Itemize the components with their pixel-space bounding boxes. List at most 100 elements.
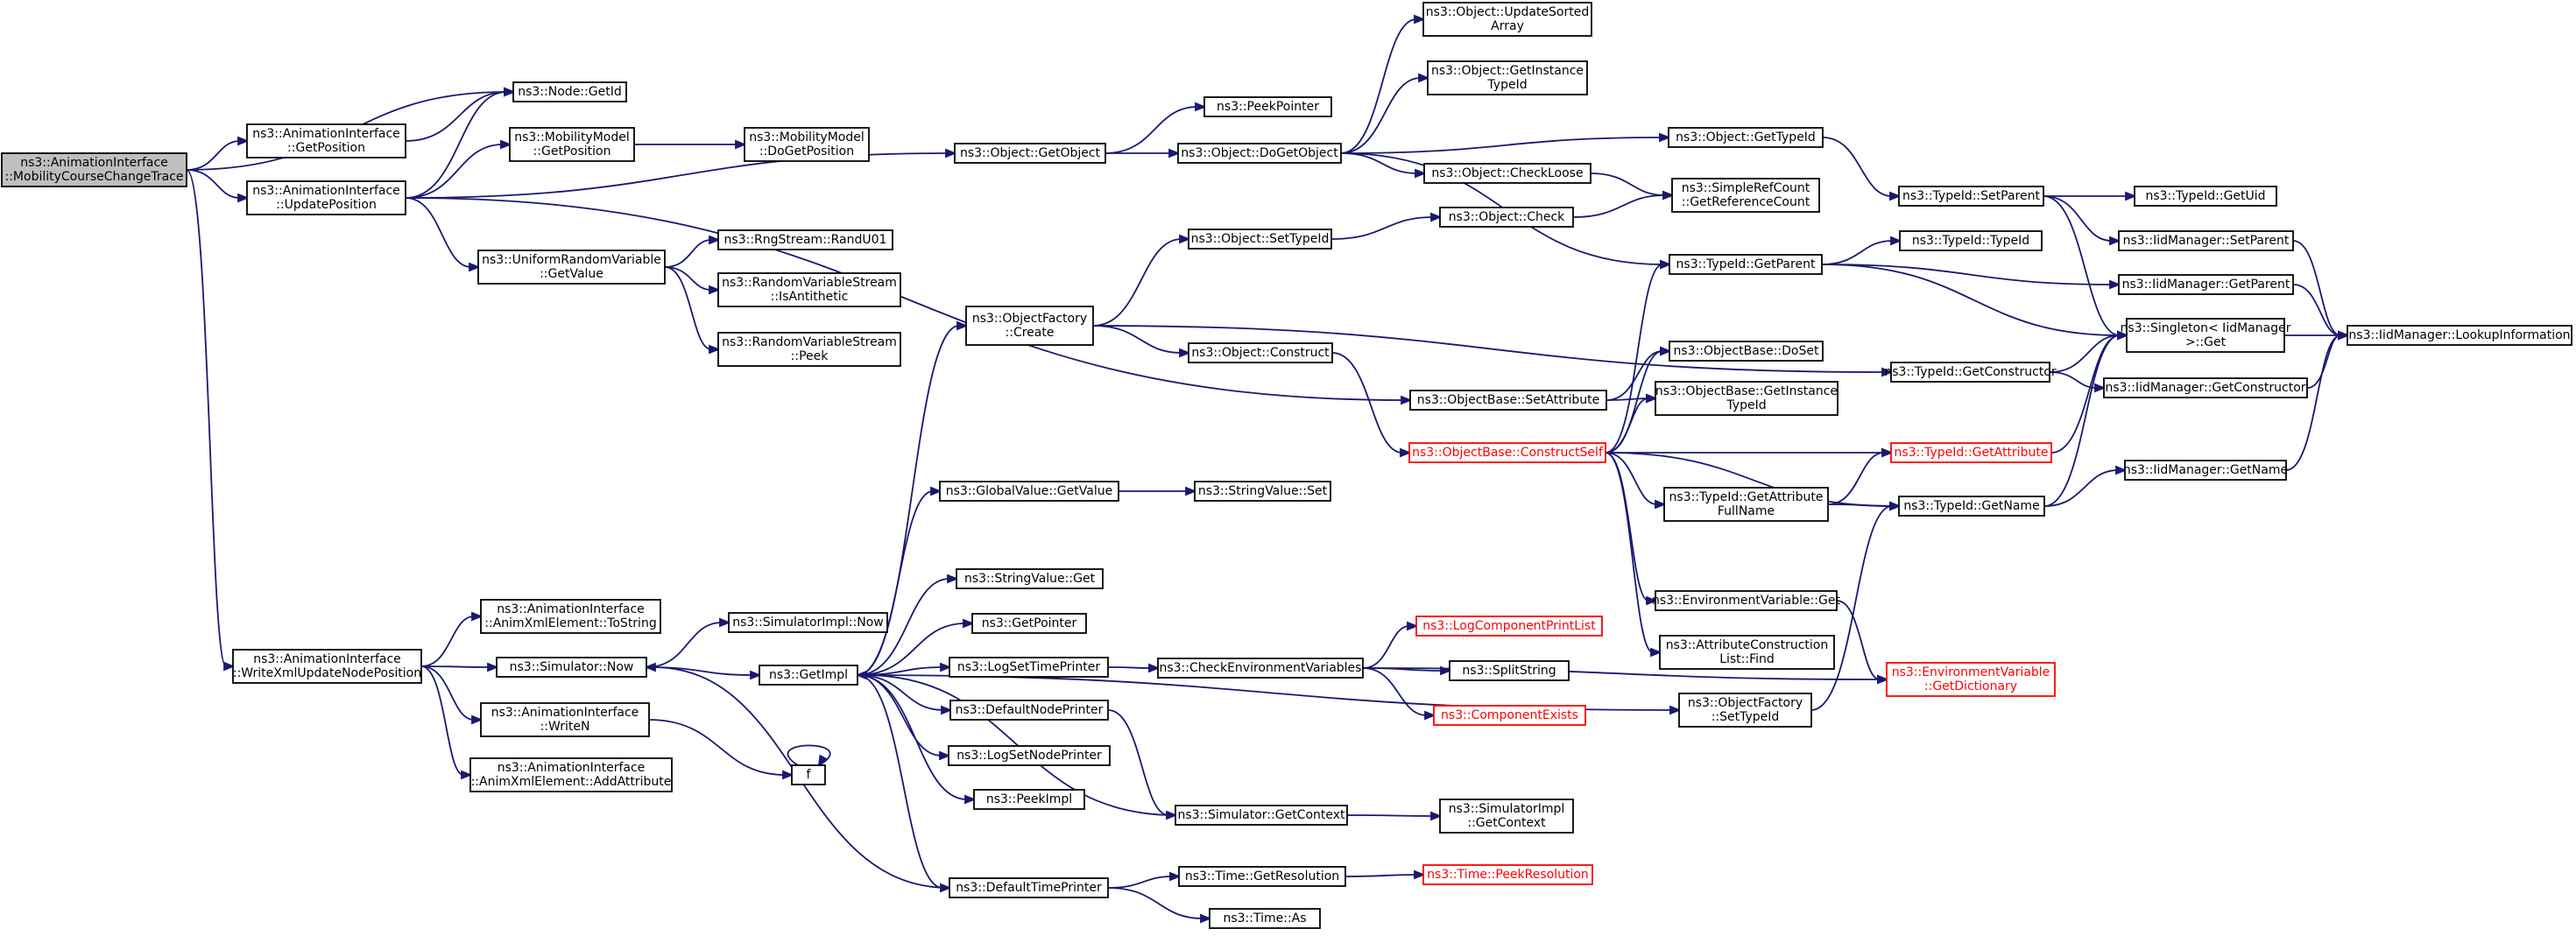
node-iid-lookup-information[interactable]: ns3::IidManager::LookupInformation [2347, 325, 2572, 346]
node-log-set-time-printer[interactable]: ns3::LogSetTimePrinter [949, 657, 1109, 678]
node-ai-update-position[interactable]: ns3::AnimationInterface::UpdatePosition [246, 180, 406, 215]
node-label: ns3::Object::Construct [1191, 346, 1330, 360]
node-label: ns3::RandomVariableStream [722, 276, 897, 290]
node-mm-get-position[interactable]: ns3::MobilityModel::GetPosition [509, 127, 635, 162]
node-sim-impl-get-context[interactable]: ns3::SimulatorImpl::GetContext [1439, 799, 1574, 834]
node-sv-set[interactable]: ns3::StringValue::Set [1194, 481, 1331, 502]
node-iid-get-parent[interactable]: ns3::IidManager::GetParent [2118, 274, 2294, 295]
node-env-var-get-dictionary[interactable]: ns3::EnvironmentVariable::GetDictionary [1886, 662, 2056, 697]
node-ob-set-attribute[interactable]: ns3::ObjectBase::SetAttribute [1409, 390, 1607, 411]
node-ai-write-n[interactable]: ns3::AnimationInterface::WriteN [480, 702, 650, 737]
node-rng-rand-u01[interactable]: ns3::RngStream::RandU01 [717, 229, 893, 250]
node-tid-set-parent[interactable]: ns3::TypeId::SetParent [1898, 186, 2044, 207]
node-peek-impl[interactable]: ns3::PeekImpl [973, 789, 1085, 810]
node-tid-get-attribute[interactable]: ns3::TypeId::GetAttribute [1890, 442, 2052, 463]
node-label: ns3::AttributeConstruction [1666, 638, 1828, 652]
call-edge-tid-get-parent-to-iid-get-parent [1821, 264, 2121, 290]
node-box [1433, 705, 1586, 726]
node-iid-get-constructor[interactable]: ns3::IidManager::GetConstructor [2103, 377, 2308, 398]
call-edge-ai-write-xml-to-ai-to-string [420, 611, 483, 667]
node-time-get-resolution[interactable]: ns3::Time::GetResolution [1178, 866, 1346, 887]
call-edge-ai-update-position-to-ob-set-attribute [405, 197, 1413, 405]
node-box [956, 568, 1104, 589]
node-label: ns3::LogSetNodePrinter [956, 749, 1102, 763]
node-peek-pointer[interactable]: ns3::PeekPointer [1203, 96, 1332, 117]
call-edge-tid-set-parent-to-singleton-get [2043, 195, 2129, 341]
call-edge-ob-construct-self-to-tid-get-parent [1605, 259, 1672, 454]
node-box [1671, 178, 1820, 213]
node-check-env-vars[interactable]: ns3::CheckEnvironmentVariables [1157, 658, 1364, 679]
node-ob-construct-self[interactable]: ns3::ObjectBase::ConstructSelf [1408, 442, 1606, 463]
node-box [2118, 230, 2294, 251]
node-label: ns3::ObjectFactory [1688, 696, 1803, 710]
node-obj-get-type-id[interactable]: ns3::Object::GetTypeId [1668, 127, 1824, 148]
node-env-var-get[interactable]: ns3::EnvironmentVariable::Get [1652, 590, 1840, 611]
node-ai-to-string[interactable]: ns3::AnimationInterface::AnimXmlElement:… [480, 599, 661, 634]
node-ai-add-attribute[interactable]: ns3::AnimationInterface::AnimXmlElement:… [469, 757, 673, 792]
node-log-set-node-printer[interactable]: ns3::LogSetNodePrinter [948, 745, 1111, 766]
node-box [1886, 662, 2056, 697]
node-ai-get-position[interactable]: ns3::AnimationInterface::GetPosition [246, 123, 406, 158]
node-box [1427, 60, 1588, 95]
node-sim-get-context[interactable]: ns3::Simulator::GetContext [1175, 805, 1348, 826]
node-obj-check-loose[interactable]: ns3::Object::CheckLoose [1423, 163, 1591, 184]
node-obj-factory-create[interactable]: ns3::ObjectFactory::Create [965, 306, 1094, 346]
node-label: ns3::Time::As [1223, 911, 1306, 925]
node-sim-impl-now[interactable]: ns3::SimulatorImpl::Now [728, 612, 888, 633]
call-edge-ai-get-position-to-node-get-id [405, 87, 516, 142]
node-rvs-peek[interactable]: ns3::RandomVariableStream::Peek [717, 332, 901, 367]
node-tid-get-name[interactable]: ns3::TypeId::GetName [1898, 496, 2045, 517]
node-box [1890, 362, 2050, 383]
node-label: ns3::RandomVariableStream [722, 335, 897, 349]
node-obj-get-object[interactable]: ns3::Object::GetObject [954, 143, 1106, 164]
node-obj-construct[interactable]: ns3::Object::Construct [1188, 342, 1333, 363]
node-of-set-type-id[interactable]: ns3::ObjectFactory::SetTypeId [1678, 693, 1812, 728]
node-box [759, 665, 858, 686]
node-ob-do-set[interactable]: ns3::ObjectBase::DoSet [1669, 341, 1824, 362]
node-default-node-printer[interactable]: ns3::DefaultNodePrinter [949, 700, 1109, 721]
node-box [1663, 487, 1829, 522]
node-label: ns3::ObjectFactory [972, 312, 1087, 326]
node-component-exists[interactable]: ns3::ComponentExists [1433, 705, 1586, 726]
node-get-pointer[interactable]: ns3::GetPointer [971, 613, 1087, 634]
node-iid-get-name[interactable]: ns3::IidManager::GetName [2123, 460, 2288, 481]
node-iid-set-parent[interactable]: ns3::IidManager::SetParent [2118, 230, 2294, 251]
node-tid-get-uid[interactable]: ns3::TypeId::GetUid [2134, 186, 2277, 207]
node-obj-check[interactable]: ns3::Object::Check [1439, 207, 1574, 228]
node-node-get-id[interactable]: ns3::Node::GetId [512, 81, 627, 102]
call-edge-ob-construct-self-to-env-var-get [1605, 452, 1658, 606]
node-box [2118, 274, 2294, 295]
call-edge-time-get-resolution-to-time-peek-resolution [1344, 869, 1426, 880]
node-time-as[interactable]: ns3::Time::As [1209, 908, 1321, 929]
node-sim-now[interactable]: ns3::Simulator::Now [496, 657, 647, 678]
node-obj-set-type-id[interactable]: ns3::Object::SetTypeId [1188, 229, 1332, 250]
node-mm-do-get-position[interactable]: ns3::MobilityModel::DoGetPosition [744, 127, 870, 162]
node-box [1669, 254, 1823, 275]
node-ai-write-xml[interactable]: ns3::AnimationInterface::WriteXmlUpdateN… [232, 649, 422, 684]
node-tid-get-parent[interactable]: ns3::TypeId::GetParent [1669, 254, 1823, 275]
node-get-impl[interactable]: ns3::GetImpl [759, 665, 858, 686]
node-singleton-get[interactable]: ns3::Singleton< IidManager >::Get [2121, 318, 2291, 353]
node-label: ns3::IidManager::SetParent [2123, 234, 2290, 248]
node-log-comp-print-list[interactable]: ns3::LogComponentPrintList [1415, 616, 1603, 637]
node-tid-type-id[interactable]: ns3::TypeId::TypeId [1899, 230, 2043, 251]
node-tid-get-constructor[interactable]: ns3::TypeId::GetConstructor [1884, 362, 2057, 383]
node-time-peek-resolution[interactable]: ns3::Time::PeekResolution [1422, 864, 1593, 885]
node-obj-do-get-object[interactable]: ns3::Object::DoGetObject [1177, 143, 1342, 164]
node-sv-get[interactable]: ns3::StringValue::Get [956, 568, 1104, 589]
node-gv-get-value[interactable]: ns3::GlobalValue::GetValue [939, 481, 1119, 502]
call-edge-ai-write-xml-to-ai-write-n [420, 665, 483, 725]
node-split-string[interactable]: ns3::SplitString [1449, 660, 1570, 681]
node-label: ns3::LogSetTimePrinter [957, 660, 1101, 674]
node-rvs-is-antithetic[interactable]: ns3::RandomVariableStream::IsAntithetic [717, 272, 901, 307]
node-urv-get-value[interactable]: ns3::UniformRandomVariable::GetValue [477, 250, 666, 285]
node-f[interactable]: f [791, 764, 826, 785]
node-default-time-printer[interactable]: ns3::DefaultTimePrinter [949, 877, 1109, 898]
node-src-get-ref-count[interactable]: ns3::SimpleRefCount::GetReferenceCount [1671, 178, 1820, 213]
call-edge-root-to-ai-write-xml [186, 169, 236, 672]
